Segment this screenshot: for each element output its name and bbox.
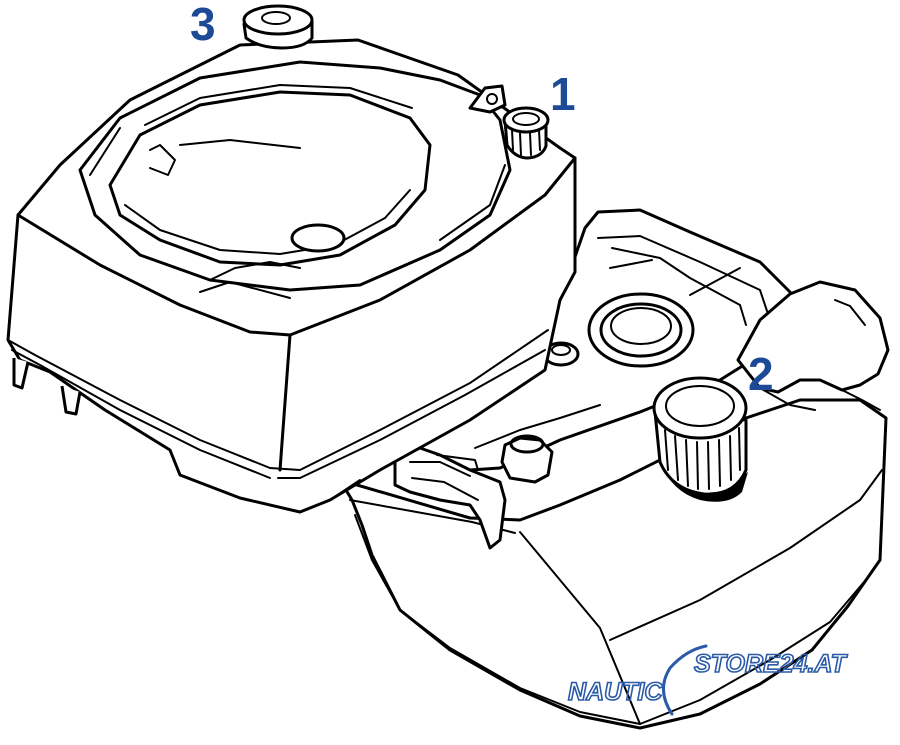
nautic-store-logo: NAUTIC STORE24.AT: [567, 644, 849, 716]
valve-stub: [500, 434, 554, 484]
bowl-drain: [290, 223, 346, 253]
screw-cap-2: [652, 376, 748, 496]
callout-3: 3: [190, 0, 216, 50]
carry-handle: [736, 280, 890, 411]
fill-cap-1: [502, 106, 550, 160]
waste-tank: [338, 208, 890, 730]
waste-tank-contour: [354, 514, 641, 725]
bowl-opening: [108, 90, 432, 267]
logo-text-left: NAUTIC: [568, 678, 663, 706]
logo-swoosh: [662, 644, 708, 716]
callout-2: 2: [748, 348, 774, 400]
toilet-upper-section: [6, 4, 577, 514]
logo-text-right: STORE24.AT: [694, 650, 849, 678]
pour-spout: [587, 292, 695, 368]
callout-1: 1: [550, 68, 576, 120]
top-cap-3: [242, 4, 314, 50]
